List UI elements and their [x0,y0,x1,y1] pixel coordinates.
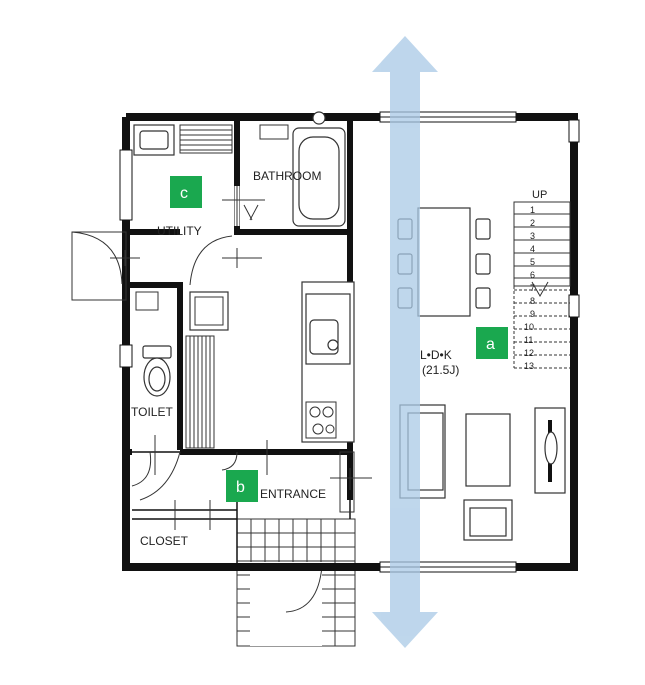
fridge-icon [189,291,229,331]
marker-a: a [476,327,508,359]
room-label-entrance: ENTRANCE [260,487,326,501]
room-label-bathroom: BATHROOM [253,169,321,183]
marker-b: b [226,470,258,502]
stair-step-number: 2 [530,218,535,228]
stair-step-number: 6 [530,270,535,280]
room-label-toilet: TOILET [131,405,173,419]
kitchen-counter [301,281,355,443]
marker-b-label: b [236,479,245,496]
toilet-sink-icon [135,291,159,311]
stair-step-number: 10 [524,322,534,332]
marker-a-label: a [486,336,495,353]
hall-shelf [185,335,215,449]
toilet-bowl-icon [142,345,172,397]
door-swing-entrance-icon [221,451,238,471]
shoe-shelf [339,451,355,513]
door-swing-closet-icon [139,451,181,501]
airflow-arrow-icon [372,36,438,648]
marker-c: c [170,176,202,208]
door-swing-toilet-icon [131,451,152,487]
stair-step-number: 12 [524,348,534,358]
utility-exterior-door-frame [71,231,127,301]
stair-step-number: 3 [530,231,535,241]
armchair-icon [463,499,513,541]
room-label-closet: CLOSET [140,534,189,548]
stair-step-number: 9 [530,309,535,319]
door-arrow-utility-icon [110,250,140,266]
stair-step-number: 11 [524,335,533,345]
stairs [513,201,571,369]
room-label-ldk-size: (21.5J) [422,363,459,377]
room-label-utility: UTILITY [157,224,202,238]
room-label-ldk: L•D•K [420,348,452,362]
marker-c-label: c [180,185,188,202]
door-arrow-hall-icon [222,248,262,268]
stair-step-number: 7 [530,283,535,293]
door-swing-bathroom-icon [243,204,259,221]
closet-doors [174,500,211,530]
door-swing-utility-icon [189,235,233,286]
stair-step-number: 8 [530,296,535,306]
door-swing-utility-exterior-icon [71,231,123,300]
stairs-up-label: UP [532,189,547,201]
door-arrow-ldk-icon [330,468,372,490]
fridge-inner [194,296,224,326]
utility-shelf [179,124,233,154]
porch-door-area [250,562,322,646]
utility-sink [133,124,175,156]
stair-step-number: 1 [530,205,535,215]
stair-step-number: 13 [524,361,534,371]
bathroom-door [222,186,265,226]
stair-step-number: 5 [530,257,535,267]
stove-icon [305,401,337,439]
thin-walls [132,451,351,567]
bathroom-faucet-icon [259,124,289,140]
bathtub [292,111,346,227]
coffee-table-icon [465,413,511,487]
tv-icon [534,407,566,494]
stair-step-number: 4 [530,244,535,254]
